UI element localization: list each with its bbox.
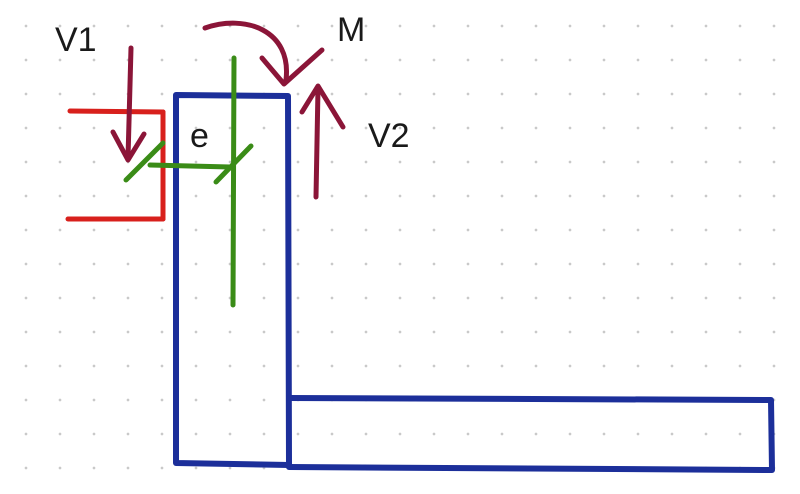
v1-arrow-icon bbox=[110, 45, 147, 163]
label-m: M bbox=[337, 11, 365, 49]
label-v2: V2 bbox=[368, 117, 410, 155]
label-v1: V1 bbox=[55, 21, 97, 59]
blue-horizontal-flange bbox=[286, 395, 775, 473]
blue-section bbox=[173, 92, 775, 473]
label-e: e bbox=[190, 117, 209, 155]
green-tick-left bbox=[123, 140, 166, 183]
green-center-line bbox=[230, 55, 237, 308]
green-eccentricity bbox=[123, 55, 254, 308]
green-tick-right bbox=[213, 143, 254, 185]
red-flange-top bbox=[67, 108, 166, 115]
m-moment-arrow-icon bbox=[202, 20, 325, 87]
green-dimension-line bbox=[147, 162, 233, 170]
v2-arrow-icon bbox=[299, 83, 346, 200]
